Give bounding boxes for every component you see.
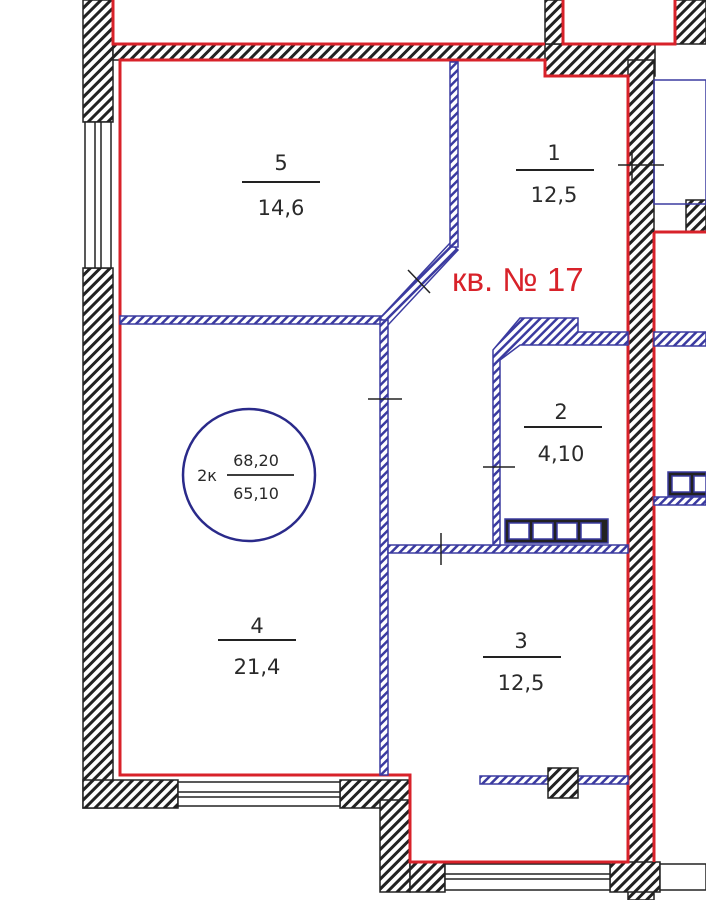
svg-text:2: 2 <box>554 400 567 424</box>
living-area: 65,10 <box>233 484 279 503</box>
partitions <box>119 61 706 799</box>
room-label-4: 4 21,4 <box>218 614 296 679</box>
window-bottom-right <box>444 863 611 891</box>
svg-text:3: 3 <box>514 629 527 653</box>
door-marks <box>368 150 664 565</box>
room-label-5: 5 14,6 <box>242 151 320 220</box>
room-label-2: 2 4,10 <box>524 400 602 466</box>
svg-text:4,10: 4,10 <box>538 442 585 466</box>
svg-text:14,6: 14,6 <box>258 196 305 220</box>
room-count: 2к <box>197 466 217 485</box>
room-label-1: 1 12,5 <box>516 141 594 207</box>
apartment-summary-badge: 2к 68,20 65,10 <box>181 407 317 543</box>
window-bottom-left <box>177 781 341 807</box>
window-left <box>84 121 112 269</box>
svg-text:4: 4 <box>250 614 263 638</box>
room-label-3: 3 12,5 <box>483 629 561 695</box>
apartment-title: кв. № 17 <box>452 261 584 298</box>
svg-text:21,4: 21,4 <box>234 655 281 679</box>
ventilation-shafts <box>504 471 706 544</box>
total-area: 68,20 <box>233 451 279 470</box>
exterior-walls <box>82 0 706 900</box>
windows <box>84 121 706 891</box>
svg-text:12,5: 12,5 <box>531 183 578 207</box>
svg-text:5: 5 <box>274 151 287 175</box>
svg-text:1: 1 <box>547 141 560 165</box>
svg-text:12,5: 12,5 <box>498 671 545 695</box>
